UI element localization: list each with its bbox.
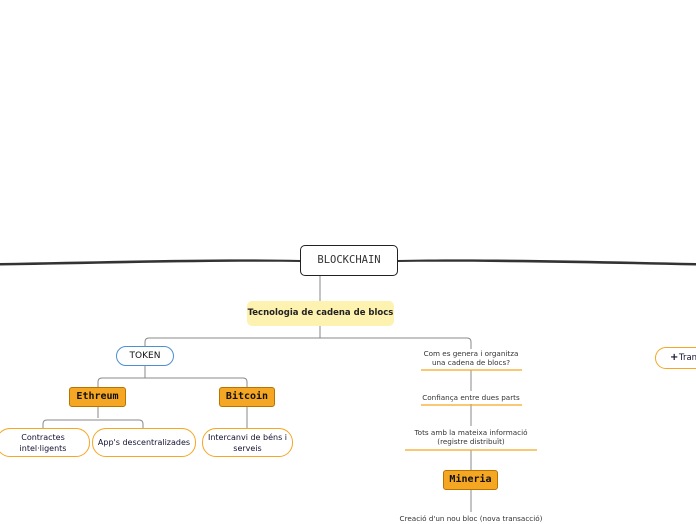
registre-label: Tots amb la mateixa informació (registre… bbox=[414, 428, 528, 446]
apps-label: App's descentralizades bbox=[97, 438, 191, 447]
token-node[interactable]: TOKEN bbox=[116, 346, 174, 366]
root-label: BLOCKCHAIN bbox=[317, 254, 381, 266]
ethreum-node[interactable]: Ethreum bbox=[69, 387, 126, 407]
question-node-genera[interactable]: Com es genera i organitza una cadena de … bbox=[418, 349, 524, 369]
mineria-label: Mineria bbox=[449, 474, 492, 485]
nou-bloc-node[interactable]: Creació d'un nou bloc (nova transacció) bbox=[396, 514, 546, 524]
mineria-node[interactable]: Mineria bbox=[443, 470, 498, 490]
contractes-label: Contractes intel·ligents bbox=[19, 432, 67, 453]
side-node-label: Tran bbox=[679, 353, 696, 363]
ethreum-label: Ethreum bbox=[76, 391, 119, 402]
main-topic-label: Tecnologia de cadena de blocs bbox=[247, 308, 394, 318]
question-label-genera: Com es genera i organitza una cadena de … bbox=[423, 349, 519, 367]
root-right-branch bbox=[398, 259, 696, 266]
confianca-node[interactable]: Confiança entre dues parts bbox=[418, 393, 524, 403]
intercanvi-node[interactable]: Intercanvi de béns i serveis bbox=[202, 428, 293, 457]
apps-node[interactable]: App's descentralizades bbox=[92, 428, 196, 457]
contractes-node[interactable]: Contractes intel·ligents bbox=[0, 428, 90, 457]
side-node-tran[interactable]: + Tran bbox=[655, 347, 696, 369]
registre-node[interactable]: Tots amb la mateixa informació (registre… bbox=[404, 428, 538, 448]
root-left-branch bbox=[0, 259, 300, 266]
main-topic-node[interactable]: Tecnologia de cadena de blocs bbox=[247, 301, 394, 326]
token-label: TOKEN bbox=[129, 351, 161, 361]
root-node-blockchain[interactable]: BLOCKCHAIN bbox=[300, 245, 398, 276]
intercanvi-label: Intercanvi de béns i serveis bbox=[207, 432, 288, 453]
expand-plus-icon[interactable]: + bbox=[670, 352, 679, 363]
nou-bloc-label: Creació d'un nou bloc (nova transacció) bbox=[399, 514, 543, 523]
confianca-label: Confiança entre dues parts bbox=[422, 393, 520, 402]
bitcoin-node[interactable]: Bitcoin bbox=[219, 387, 275, 407]
bitcoin-label: Bitcoin bbox=[225, 391, 269, 402]
